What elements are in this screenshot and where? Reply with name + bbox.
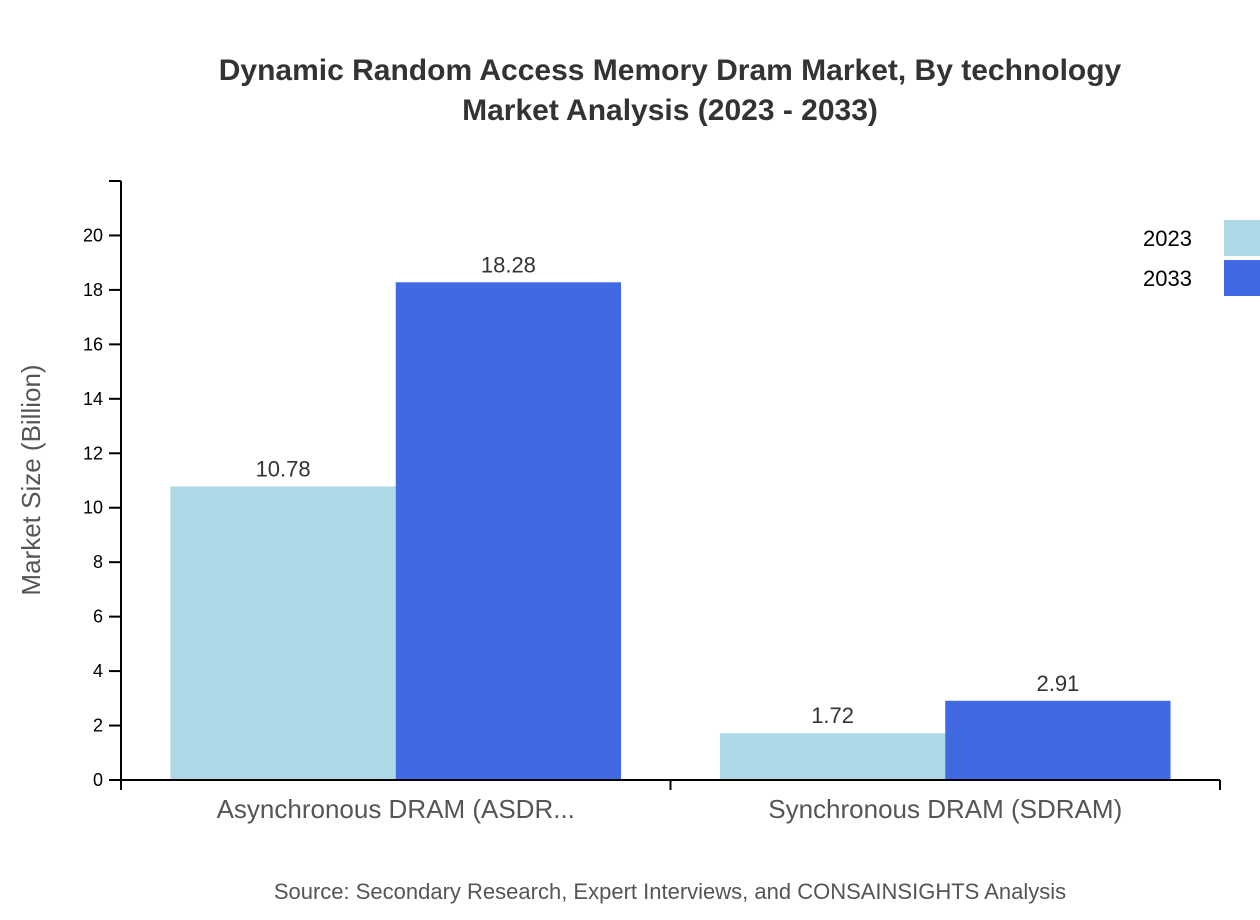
y-tick-label: 14 (83, 389, 103, 409)
y-tick-label: 10 (83, 498, 103, 518)
source-note: Source: Secondary Research, Expert Inter… (274, 879, 1066, 904)
y-tick-label: 0 (93, 770, 103, 790)
legend-swatch-2033 (1224, 260, 1260, 296)
y-tick-label: 18 (83, 280, 103, 300)
value-labels-group: 10.78 18.28 1.72 2.91 (256, 252, 1080, 728)
y-tick-label: 20 (83, 225, 103, 245)
bar-2023-cat-1 (170, 486, 396, 780)
x-category-label-1: Asynchronous DRAM (ASDR... (217, 794, 575, 824)
y-tick-label: 2 (93, 716, 103, 736)
chart-title-line-2: Market Analysis (2023 - 2033) (462, 94, 878, 127)
y-tick-label: 16 (83, 334, 103, 354)
value-label-2023-cat-1: 10.78 (256, 456, 311, 481)
bars-group (170, 282, 1171, 780)
legend-swatch-2023 (1224, 220, 1260, 256)
legend-label-2033: 2033 (1143, 266, 1192, 291)
value-label-2023-cat-2: 1.72 (811, 703, 854, 728)
chart-title-line-1: Dynamic Random Access Memory Dram Market… (219, 54, 1122, 87)
bar-2033-cat-1 (395, 282, 622, 780)
y-tick-label: 4 (93, 661, 103, 681)
legend: 2023 2033 (1143, 220, 1260, 296)
y-tick-label: 12 (83, 443, 103, 463)
value-label-2033-cat-1: 18.28 (481, 252, 536, 277)
y-tick-label: 8 (93, 552, 103, 572)
x-axis: Asynchronous DRAM (ASDR... Synchronous DR… (120, 779, 1221, 824)
bar-2033-cat-2 (945, 700, 1171, 780)
value-label-2033-cat-2: 2.91 (1036, 671, 1079, 696)
y-axis: 0 2 4 6 8 10 12 14 16 18 20 (83, 180, 122, 790)
bar-2023-cat-2 (719, 733, 946, 780)
y-axis-label: Market Size (Billion) (16, 364, 46, 595)
x-category-label-2: Synchronous DRAM (SDRAM) (768, 794, 1122, 824)
y-tick-label: 6 (93, 607, 103, 627)
legend-label-2023: 2023 (1143, 226, 1192, 251)
